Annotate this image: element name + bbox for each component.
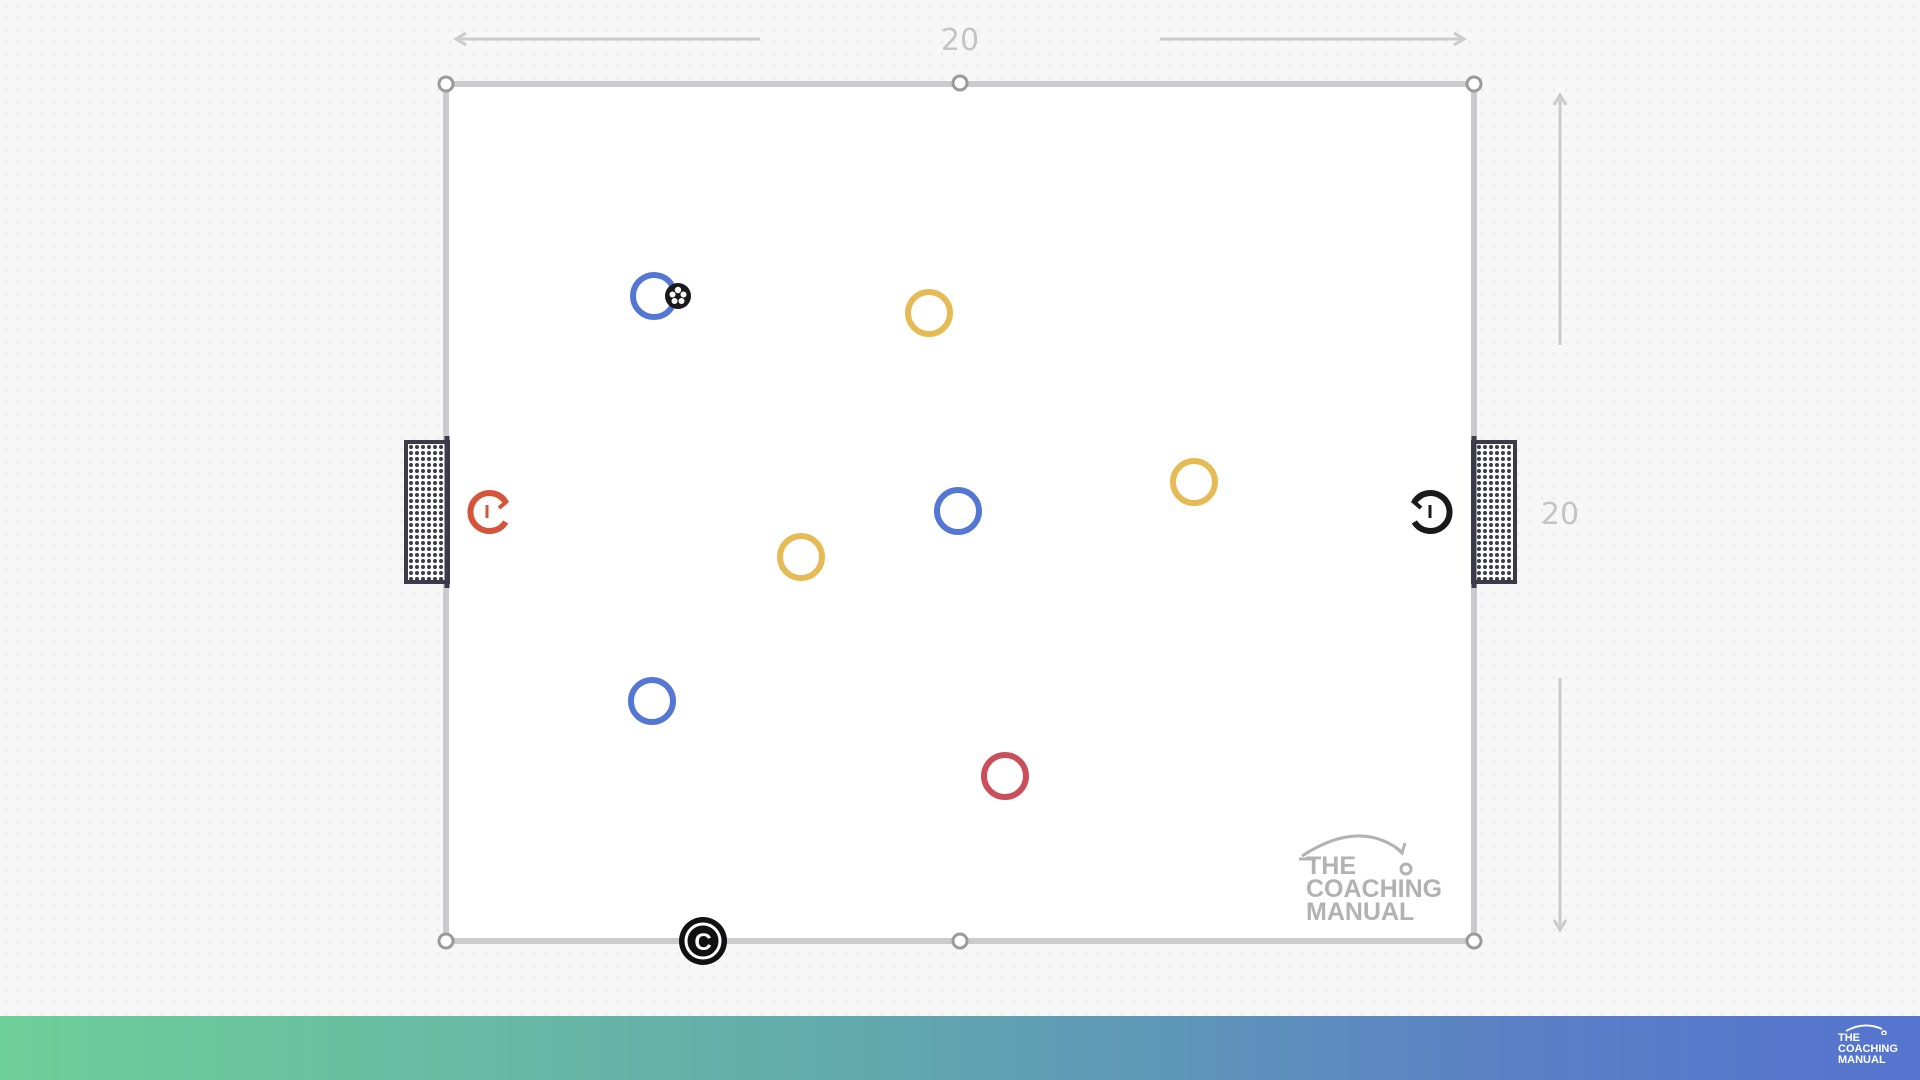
corner-handle-bottom-left (437, 932, 455, 950)
width-dimension (453, 31, 1467, 47)
pitch-diagram: 20 20 (404, 23, 1579, 965)
footer-logo: THE COACHING MANUAL (1838, 1024, 1910, 1066)
height-label: 20 (1541, 497, 1579, 532)
footer-logo-line2: COACHING (1838, 1043, 1898, 1055)
corner-handle-top-left (437, 75, 455, 93)
footer-logo-line1: THE (1838, 1032, 1860, 1044)
blue-player-bottom-left[interactable] (628, 677, 676, 725)
footer-bar: THE COACHING MANUAL (0, 1016, 1920, 1080)
blue-player-with-ball[interactable] (630, 272, 675, 320)
footer-logo-line3: MANUAL (1838, 1054, 1886, 1066)
football-icon[interactable] (665, 283, 691, 309)
height-dimension (1552, 92, 1568, 933)
session-diagram: 20 20 (404, 23, 1579, 965)
corner-handle-bottom-right (1465, 932, 1483, 950)
pitch-area (446, 84, 1474, 941)
red-player-bottom[interactable] (981, 752, 1029, 800)
blue-player-center[interactable] (934, 487, 982, 535)
footer-logo-arrow-icon (1845, 1024, 1887, 1035)
midpoint-handle-top (951, 74, 969, 92)
coach-letter: C (694, 929, 711, 956)
yellow-player-left[interactable] (777, 533, 825, 581)
right-goalkeeper[interactable] (1410, 490, 1453, 534)
left-goalkeeper[interactable] (467, 490, 510, 534)
yellow-player-right[interactable] (1170, 458, 1218, 506)
midpoint-handle-bottom (951, 932, 969, 950)
boundary-handles (437, 74, 1483, 950)
coach-icon[interactable]: C (679, 917, 727, 965)
watermark-line3: MANUAL (1306, 898, 1414, 926)
right-goal (1471, 436, 1517, 588)
width-label: 20 (941, 23, 979, 58)
watermark-arrow-icon (1301, 834, 1403, 858)
watermark-line1: THE (1306, 852, 1356, 880)
corner-handle-top-right (1465, 75, 1483, 93)
watermark-logo: THE COACHING MANUAL (1299, 834, 1442, 926)
left-goal (404, 436, 450, 588)
yellow-player-top[interactable] (905, 289, 953, 337)
watermark-line2: COACHING (1306, 875, 1442, 903)
